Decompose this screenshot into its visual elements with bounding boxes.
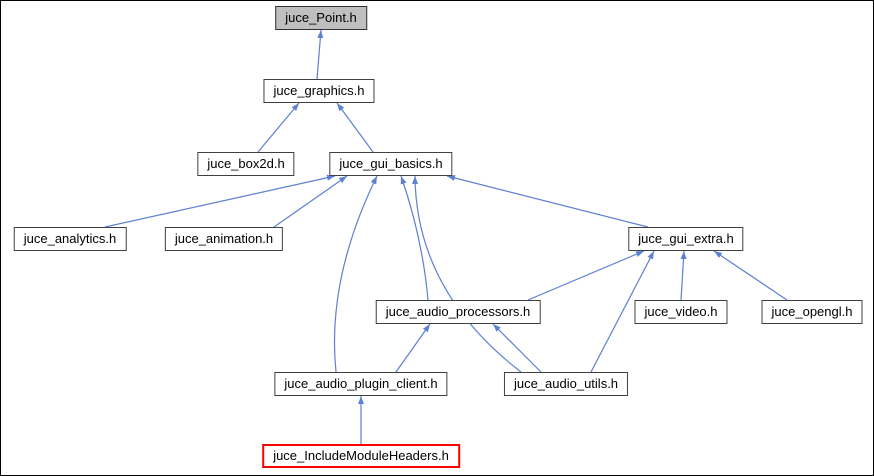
edge-juce_gui_basics-juce_graphics <box>336 102 374 153</box>
graph-node-juce_opengl[interactable]: juce_opengl.h <box>761 300 863 324</box>
graph-node-juce_audio_processors[interactable]: juce_audio_processors.h <box>375 300 541 324</box>
graph-node-juce_audio_plugin_client[interactable]: juce_audio_plugin_client.h <box>274 372 448 396</box>
graph-node-juce_gui_extra[interactable]: juce_gui_extra.h <box>628 227 744 251</box>
graph-node-juce_audio_utils[interactable]: juce_audio_utils.h <box>503 372 629 396</box>
graph-node-juce_box2d[interactable]: juce_box2d.h <box>197 152 295 176</box>
edge-juce_video-juce_gui_extra <box>680 250 687 301</box>
edge-juce_box2d-juce_graphics <box>257 102 300 153</box>
edge-juce_analytics-juce_gui_basics <box>104 174 336 228</box>
edge-juce_animation-juce_gui_basics <box>273 175 348 228</box>
edge-juce_audio_utils-juce_gui_basics <box>412 175 522 373</box>
graph-node-juce_graphics[interactable]: juce_graphics.h <box>263 79 375 103</box>
edge-juce_gui_extra-juce_gui_basics <box>446 175 649 228</box>
edge-juce_audio_processors-juce_gui_basics <box>400 175 429 301</box>
graph-node-juce_point: juce_Point.h <box>275 6 367 30</box>
graph-node-juce_animation[interactable]: juce_animation.h <box>164 227 284 251</box>
graph-node-juce_gui_basics[interactable]: juce_gui_basics.h <box>329 152 453 176</box>
edge-juce_audio_processors-juce_gui_extra <box>527 250 645 301</box>
edge-juce_audio_plugin_client-juce_audio_processors <box>395 323 431 373</box>
graph-node-juce_analytics[interactable]: juce_analytics.h <box>13 227 127 251</box>
edge-juce_opengl-juce_gui_extra <box>713 250 788 301</box>
edge-juce_graphics-juce_point <box>316 29 324 80</box>
edge-juce_audio_utils-juce_audio_processors <box>492 323 542 373</box>
graph-node-juce_include_module_headers[interactable]: juce_IncludeModuleHeaders.h <box>262 444 460 468</box>
edge-juce_audio_plugin_client-juce_gui_basics <box>333 175 378 373</box>
edge-juce_audio_utils-juce_gui_extra <box>590 250 655 373</box>
graph-node-juce_video[interactable]: juce_video.h <box>634 300 728 324</box>
